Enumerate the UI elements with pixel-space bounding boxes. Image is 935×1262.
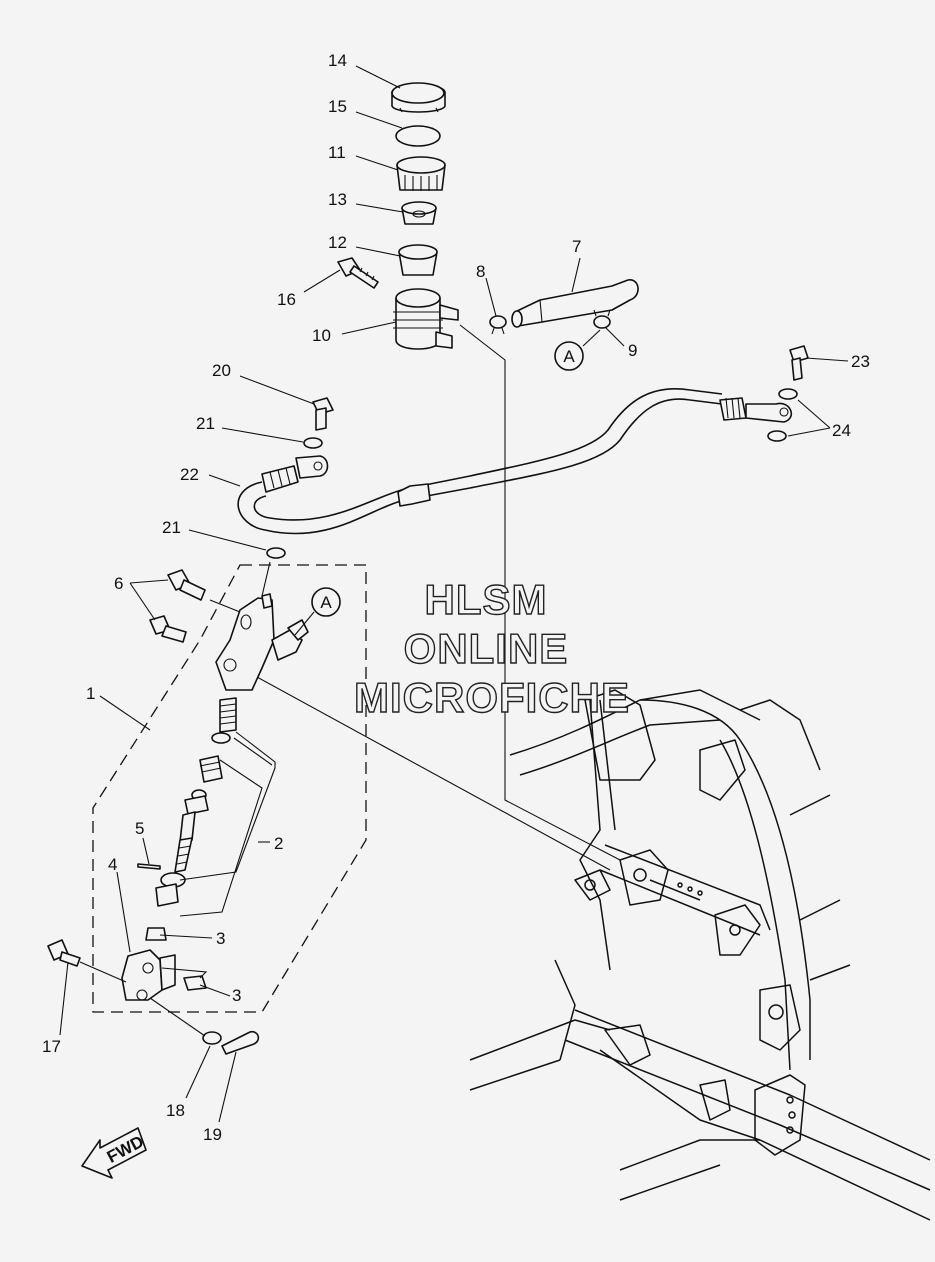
callout-5: 5 bbox=[135, 819, 144, 838]
callout-2: 2 bbox=[274, 834, 283, 853]
watermark-line-1: HLSM bbox=[425, 576, 548, 623]
reference-line-master-cylinder bbox=[234, 664, 611, 871]
washer-24-upper bbox=[778, 388, 798, 400]
watermark: HLSM ONLINE MICROFICHE bbox=[353, 575, 630, 721]
leader-lines bbox=[59, 65, 849, 1123]
motorcycle-frame bbox=[469, 689, 931, 1221]
bolt-17 bbox=[47, 939, 81, 967]
callout-23: 23 bbox=[851, 352, 870, 371]
reservoir-10 bbox=[393, 288, 459, 350]
washer-24-lower bbox=[767, 430, 787, 442]
callout-21-upper: 21 bbox=[196, 414, 215, 433]
callout-1: 1 bbox=[86, 684, 95, 703]
reference-a-lower-label: A bbox=[320, 593, 332, 612]
callout-21-lower: 21 bbox=[162, 518, 181, 537]
diaphragm-15 bbox=[395, 125, 441, 147]
float-13 bbox=[401, 201, 437, 225]
pin-5 bbox=[137, 863, 161, 870]
reference-circle-a-upper: A bbox=[554, 329, 601, 371]
callout-15: 15 bbox=[328, 97, 347, 116]
callout-18: 18 bbox=[166, 1101, 185, 1120]
reference-a-upper-label: A bbox=[563, 347, 575, 366]
bolt-20 bbox=[312, 397, 334, 431]
callout-12: 12 bbox=[328, 233, 347, 252]
nuts-3 bbox=[145, 927, 207, 991]
washer-21-upper bbox=[303, 437, 323, 449]
callout-11: 11 bbox=[328, 143, 346, 162]
brake-hose-22 bbox=[237, 388, 793, 535]
callout-14: 14 bbox=[328, 51, 347, 70]
callout-22: 22 bbox=[180, 465, 199, 484]
watermark-line-2: ONLINE bbox=[404, 625, 569, 672]
assembly-boundary bbox=[92, 564, 367, 1013]
callout-16: 16 bbox=[277, 290, 296, 309]
bolt-23 bbox=[789, 345, 809, 381]
callout-3-upper: 3 bbox=[216, 929, 225, 948]
callout-20: 20 bbox=[212, 361, 231, 380]
washer-18 bbox=[202, 1031, 222, 1045]
bolts-6 bbox=[149, 569, 206, 643]
master-cylinder-body bbox=[215, 593, 309, 691]
piston-kit-2 bbox=[155, 697, 237, 907]
callout-13: 13 bbox=[328, 190, 347, 209]
callout-4: 4 bbox=[108, 855, 117, 874]
clamp-8 bbox=[489, 315, 507, 335]
callout-9: 9 bbox=[628, 341, 637, 360]
cotter-pin-19 bbox=[221, 1030, 260, 1055]
callout-24: 24 bbox=[832, 421, 851, 440]
clamp-9 bbox=[593, 309, 611, 329]
reservoir-cap-14 bbox=[391, 82, 446, 113]
washer-21-lower bbox=[266, 547, 286, 559]
callout-17: 17 bbox=[42, 1037, 61, 1056]
hose-7 bbox=[511, 279, 639, 328]
callout-7: 7 bbox=[572, 237, 581, 256]
reference-circle-a-lower: A bbox=[294, 587, 341, 636]
bolt-16 bbox=[337, 257, 379, 289]
reference-line-reservoir bbox=[459, 324, 621, 861]
fwd-arrow-icon: FWD bbox=[81, 1127, 147, 1179]
callout-6: 6 bbox=[114, 574, 123, 593]
bushing-12 bbox=[398, 244, 438, 276]
watermark-line-3: MICROFICHE bbox=[354, 674, 630, 721]
callout-3-lower: 3 bbox=[232, 986, 241, 1005]
clevis-4 bbox=[121, 949, 176, 1001]
callout-8: 8 bbox=[476, 262, 485, 281]
callout-19: 19 bbox=[203, 1125, 222, 1144]
holder-11 bbox=[396, 156, 446, 191]
callout-10: 10 bbox=[312, 326, 331, 345]
